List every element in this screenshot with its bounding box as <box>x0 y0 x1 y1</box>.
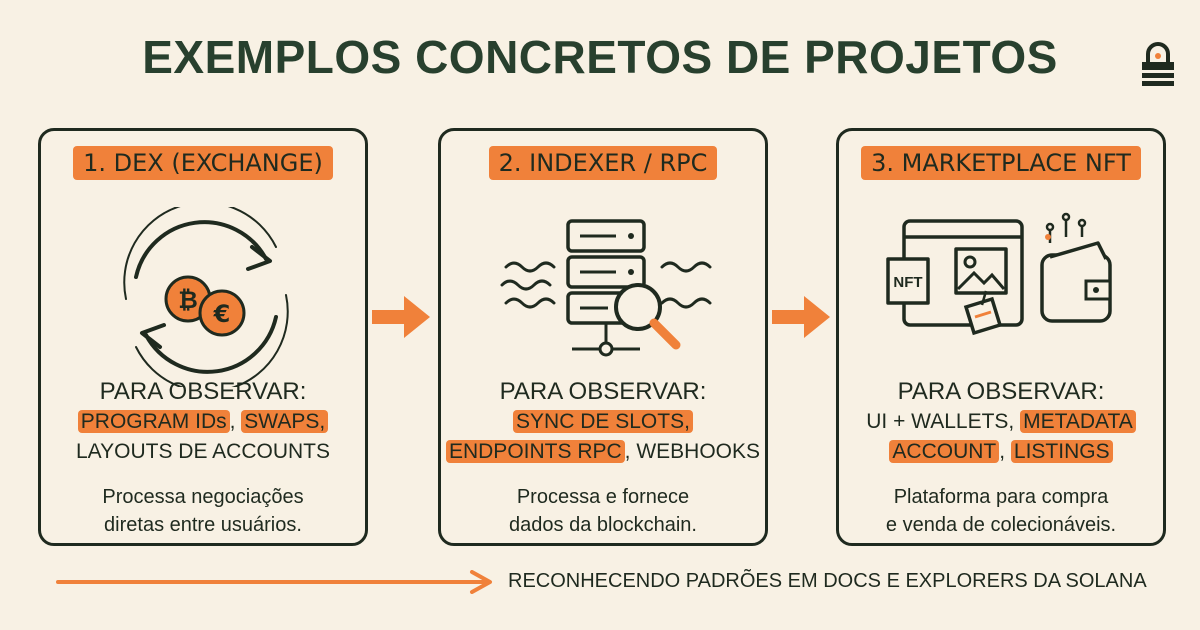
observe-line: ENDPOINTS RPC, WEBHOOKS <box>441 437 765 467</box>
observe-item-listings: LISTINGS <box>1010 440 1113 463</box>
card-description: Processa e fornece dados da blockchain. <box>509 486 697 536</box>
observe-item-ui-wallets: UI + WALLETS, <box>866 410 1021 433</box>
observe-line: SYNC DE SLOTS, <box>441 407 765 437</box>
observe-section: PARA OBSERVAR: UI + WALLETS, METADATA AC… <box>839 377 1163 467</box>
card-title: 1. DEX (EXCHANGE) <box>73 146 333 180</box>
arrow-right-icon <box>372 296 430 338</box>
project-card-marketplace: 3. MARKETPLACE NFT NFT <box>836 128 1166 546</box>
server-search-icon <box>500 219 712 357</box>
observe-line: LAYOUTS DE ACCOUNTS <box>41 437 365 467</box>
footer-caption: RECONHECENDO PADRÕES EM DOCS E EXPLORERS… <box>508 570 1147 592</box>
nft-tag-label: NFT <box>893 274 922 291</box>
card-description: Plataforma para compra e venda de coleci… <box>885 486 1117 536</box>
card-title: 2. INDEXER / RPC <box>488 146 718 180</box>
observe-section: PARA OBSERVAR: SYNC DE SLOTS, ENDPOINTS … <box>441 377 765 467</box>
observe-separator: , <box>999 440 1011 463</box>
observe-item-program-ids: PROGRAM IDs <box>77 410 230 433</box>
nft-wallet-icon: NFT <box>886 212 1112 336</box>
observe-item-endpoints: ENDPOINTS RPC <box>445 440 625 463</box>
svg-text:€: € <box>213 300 231 328</box>
observe-section: PARA OBSERVAR: PROGRAM IDs, SWAPS, LAYOU… <box>41 377 365 467</box>
page-title: EXEMPLOS CONCRETOS DE PROJETOS <box>142 31 1058 83</box>
observe-line: PROGRAM IDs, SWAPS, <box>41 407 365 437</box>
observe-separator: , <box>229 410 242 433</box>
currency-exchange-icon: ₿ € <box>123 207 289 387</box>
svg-text:₿: ₿ <box>178 286 198 314</box>
project-card-indexer: 2. INDEXER / RPC PARA OBSERVAR: SY <box>438 128 768 546</box>
observe-item-account: ACCOUNT <box>889 440 1000 463</box>
observe-item-metadata: METADATA <box>1020 410 1136 433</box>
observe-heading: PARA OBSERVAR: <box>499 378 707 405</box>
observe-line: ACCOUNT, LISTINGS <box>839 437 1163 467</box>
observe-item-webhooks: , WEBHOOKS <box>624 440 761 463</box>
observe-line: UI + WALLETS, METADATA <box>839 407 1163 437</box>
lock-logo-icon <box>1142 42 1174 86</box>
footer-arrow-icon <box>56 570 492 594</box>
observe-item-layouts: LAYOUTS DE ACCOUNTS <box>76 440 330 463</box>
arrow-right-icon <box>772 296 830 338</box>
observe-heading: PARA OBSERVAR: <box>897 378 1105 405</box>
project-card-dex: 1. DEX (EXCHANGE) ₿ € PARA OBSERVAR: PRO… <box>38 128 368 546</box>
card-title: 3. MARKETPLACE NFT <box>861 146 1141 180</box>
observe-item-swaps: SWAPS, <box>241 410 329 433</box>
observe-item-sync-slots: SYNC DE SLOTS, <box>513 410 693 433</box>
card-description: Processa negociações diretas entre usuár… <box>102 486 304 536</box>
observe-heading: PARA OBSERVAR: <box>99 378 307 405</box>
